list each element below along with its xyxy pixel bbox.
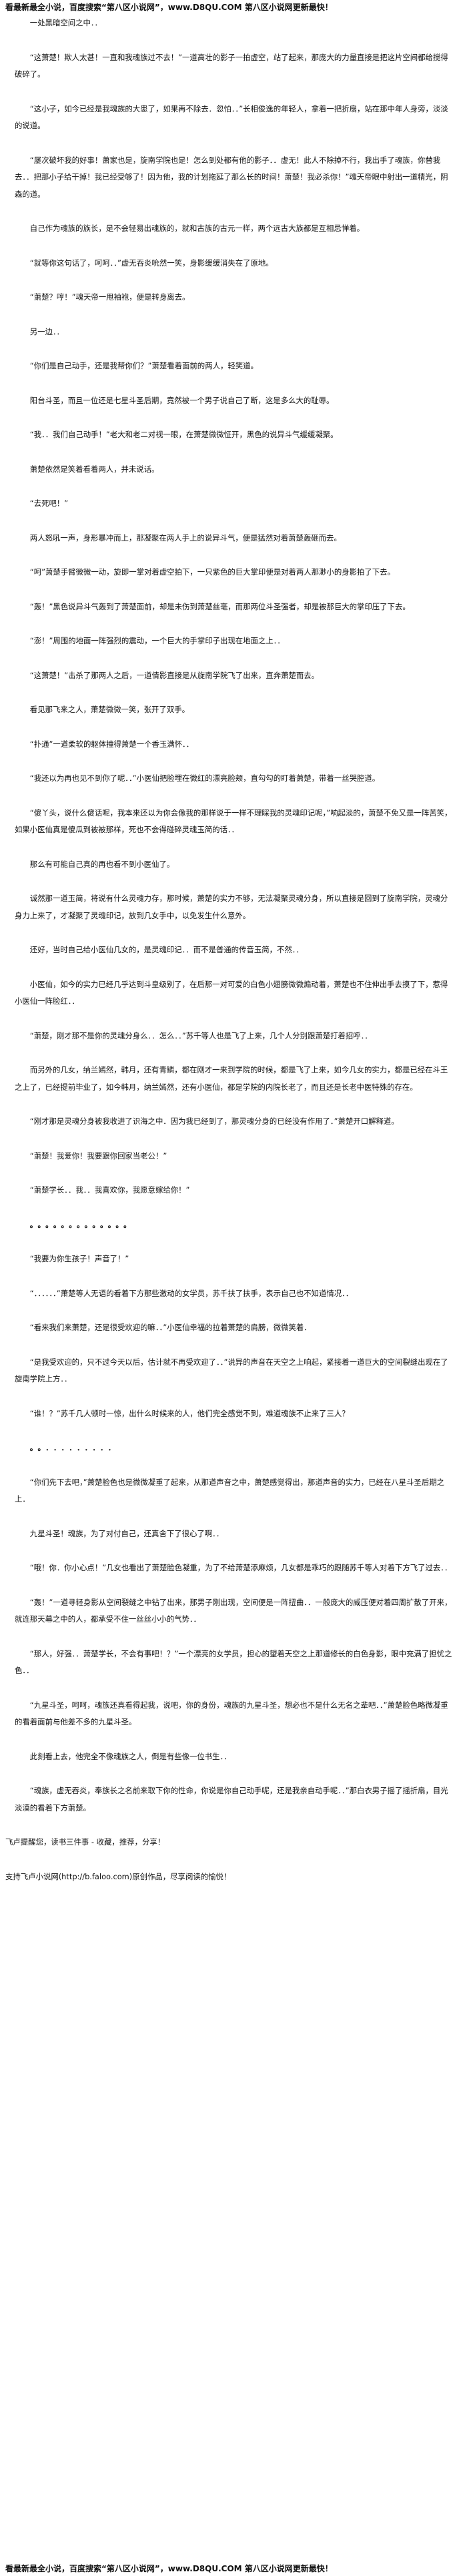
paragraph: “你们是自己动手，还是我帮你们？”萧楚看着面前的两人，轻笑道。 xyxy=(29,361,258,370)
paragraph: 看见那飞来之人，萧楚微微一笑，张开了双手。 xyxy=(29,705,190,714)
paragraph: “这萧楚！”击杀了那两人之后，一道倩影直接是从旋南学院飞了出来，直奔萧楚而去。 xyxy=(29,670,320,680)
paragraph: “．．．．．．”萧楚等人无语的看着下方那些激动的女学员，苏千扶了扶手，表示自己也… xyxy=(29,1288,354,1298)
paragraph: “呵”萧楚手臂微微一动，旋即一掌对着虚空拍下，一只紫色的巨大掌印便是对着两人那渺… xyxy=(29,567,395,577)
bottom-site-banner: 看最新最全小说，百度搜索“第八区小说网”，www.D8QU.COM 第八区小说网… xyxy=(5,2564,333,2573)
paragraph: “萧楚，刚才那不是你的灵魂分身么．．怎么．．”苏千等人也是飞了上来，几个人分别跟… xyxy=(29,1030,372,1040)
paragraph: “我还以为再也见不到你了呢．．”小医仙把脸埋在微红的漂亮脸颊，直勾勾的盯着萧楚，… xyxy=(29,773,380,783)
paragraph: 两人怒吼一声，身形暴冲而上，那凝聚在两人手上的说异斗气，便是猛然对着萧楚轰砸而去… xyxy=(29,533,342,543)
paragraph: “轰！”一道寻轻身影从空间裂缝之中钻了出来，那男子刚出现，空间便是一阵扭曲．．一… xyxy=(15,1597,452,1624)
paragraph: “你们先下去吧，”萧楚脸色也是微微凝重了起来，从那道声音之中，萧楚感觉得出，那道… xyxy=(15,1477,444,1504)
paragraph: “我要为你生孩子！声音了！” xyxy=(29,1254,129,1263)
top-site-banner: 看最新最全小说，百度搜索“第八区小说网”，www.D8QU.COM 第八区小说网… xyxy=(5,3,333,12)
paragraph: 此刻看上去，他完全不像魂族之人，倒是有些像一位书生．． xyxy=(29,1751,231,1761)
paragraph: “这萧楚！欺人太甚！一直和我魂族过不去！”一道高壮的影子一拍虚空，站了起来，那庞… xyxy=(15,52,448,79)
reading-reminder: 飞卢提醒您，读书三件事 - 收藏，推荐，分享！ xyxy=(5,1837,165,1847)
paragraph: “刚才那是灵魂分身被我收进了识海之中．因为我已经到了，那灵魂分身的已经没有作用了… xyxy=(29,1116,399,1126)
site-support-note: 支持飞卢小说网(http://b.faloo.com)原创作品，尽享阅读的愉悦！ xyxy=(5,1871,231,1881)
paragraph: 而另外的几女，纳兰嫣然，韩月，还有青鳞，都在刚才一来到学院的时候，都是飞了上来，… xyxy=(15,1065,448,1092)
paragraph: “那人，好强．．萧楚学长，不会有事吧！？”一个漂亮的女学员，担心的望着天空之上那… xyxy=(15,1648,452,1676)
paragraph: “去死吧！” xyxy=(29,499,69,508)
paragraph: 阳台斗圣，而且一位还是七星斗圣后期，竟然被一个男子说自己了断，这是多么大的耻辱。 xyxy=(29,395,334,405)
paragraph: “魂族，虚无吞炎，奉族长之名前来取下你的性命，你说是你自己动手呢，还是我亲自动手… xyxy=(15,1786,448,1813)
paragraph: 诚然那一道玉简，将说有什么灵魂力存，那时候，萧楚的实力不够，无法凝聚灵魂分身，所… xyxy=(15,894,448,920)
paragraph: “萧楚！我爱你！我要跟你回家当老公！” xyxy=(29,1151,167,1161)
paragraph: “谁！？”苏千几人顿时一惊，出什么时候来的人，他们完全感觉不到，难道魂族不止来了… xyxy=(29,1408,350,1418)
paragraph: “哦！你．你小心点！”几女也看出了萧楚脸色凝重，为了不给萧楚添麻烦，几女都是乖巧… xyxy=(29,1563,452,1572)
paragraph: “屡次破坏我的好事！萧家也是，旋南学院也是！怎么到处都有他的影子．．虚无！此人不… xyxy=(15,155,448,199)
paragraph: “傻丫头，说什么傻话呢，我本来还以为你会像我的那样说于一样不理睬我的灵魂印记呢，… xyxy=(15,808,452,835)
paragraph: “萧楚？哼！”魂天帝一甩袖袍，便是转身离去。 xyxy=(29,292,190,302)
paragraph: 另一边．． xyxy=(29,326,65,336)
paragraph: “我．．我们自己动手！”老大和老二对视一眼，在萧楚微微怔开，黑色的说异斗气缓缓凝… xyxy=(29,430,338,439)
paragraph: 一处黑暗空间之中．． xyxy=(29,18,103,27)
paragraph: 自己作为魂族的族长，是不会轻易出魂族的，就和古族的古元一样，两个远古大族都是互相… xyxy=(29,224,364,233)
paragraph: 九星斗圣！魂族，为了对付自己，还真舍下了很心了啊．． xyxy=(29,1528,224,1538)
chapter-body: 一处黑暗空间之中．． “这萧楚！欺人太甚！一直和我魂族过不去！”一道高壮的影子一… xyxy=(0,15,467,1885)
paragraph: 小医仙，如今的实力已经几乎达到斗皇级别了，在后那一对可爱的白色小翅膀微微煽动着，… xyxy=(15,979,448,1006)
paragraph: “萧楚学长．．我．．我喜欢你，我愿意嫁给你！” xyxy=(29,1185,190,1195)
paragraph: 那么有可能自己真的再也看不到小医仙了。 xyxy=(29,859,175,869)
paragraph: “是我受欢迎的，只不过今天以后，估计就不再受欢迎了．．”说异的声音在天空之上响起… xyxy=(15,1357,448,1384)
ellipsis-separator: 。。。。。。。。。。。。。 xyxy=(29,1219,135,1229)
paragraph: “这小子，如今已经是我魂族的大患了，如果再不除去．忽怕．．”长相俊逸的年轻人，拿… xyxy=(15,103,448,131)
paragraph: “看来我们来萧楚，还是很受欢迎的嘛．．”小医仙幸福的拉着萧楚的肩膀，微微笑着． xyxy=(29,1323,312,1332)
paragraph: “扑通”一道柔软的躯体撞得萧楚一个香玉满怀．． xyxy=(29,739,194,749)
paragraph: 萧楚依然是笑着看着两人，并未说话。 xyxy=(29,464,159,474)
paragraph: “澎！”周围的地面一阵强烈的震动，一个巨大的手掌印子出现在地面之上．． xyxy=(29,636,285,645)
paragraph: “轰！”黑色说异斗气轰到了萧楚面前，却是未伤到萧楚丝毫，而那两位斗圣强者，却是被… xyxy=(29,601,410,611)
paragraph: 还好，当时自己给小医仙几女的，是灵魂印记．．而不是普通的传音玉简，不然．． xyxy=(29,945,304,954)
paragraph: “就等你这句话了，呵呵．．”虚无吞炎吮然一笑，身影缓缓消失在了原地。 xyxy=(29,258,274,268)
paragraph: “九星斗圣，呵呵，魂族还真看得起我，说吧，你的身份，魂族的九星斗圣，想必也不是什… xyxy=(15,1700,448,1727)
ellipsis-separator: 。。．．．．．．．．． xyxy=(29,1443,120,1452)
